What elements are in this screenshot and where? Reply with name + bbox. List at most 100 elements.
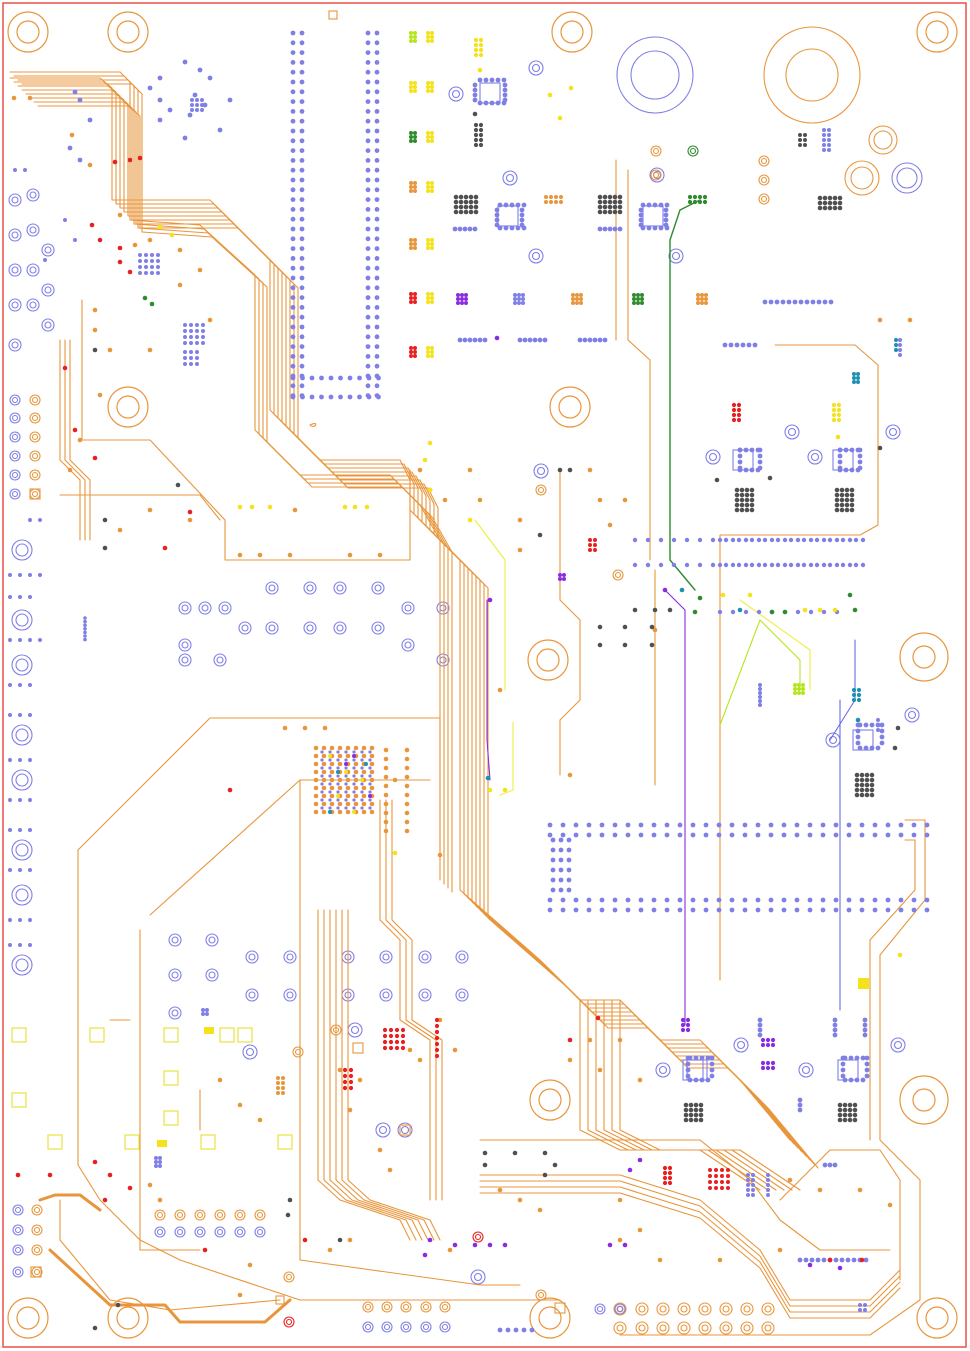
pad (767, 475, 773, 481)
via (573, 897, 579, 903)
via (383, 747, 389, 753)
pad (837, 195, 843, 201)
pad (276, 1086, 280, 1090)
via (328, 798, 332, 802)
pad (849, 502, 855, 508)
pad (276, 1091, 280, 1095)
via (832, 1032, 838, 1038)
pad-ring-inner (44, 286, 52, 294)
pad-ring-inner (473, 1272, 483, 1282)
pad (154, 1164, 158, 1168)
pad (842, 1102, 848, 1108)
via (67, 145, 73, 151)
via (138, 271, 142, 275)
via (797, 1257, 803, 1263)
pad (227, 787, 233, 793)
pad (430, 296, 434, 300)
pad-ring-inner (11, 196, 19, 204)
via (299, 40, 305, 46)
via (287, 552, 293, 558)
via (558, 887, 564, 893)
pad-ring (26, 223, 40, 237)
via (8, 828, 12, 832)
pad (837, 1102, 843, 1108)
via (374, 40, 380, 46)
pad-ring-inner (596, 1305, 604, 1313)
pad (855, 717, 861, 723)
via (353, 777, 359, 783)
pad-ring (758, 193, 770, 205)
pad-ring (891, 162, 923, 194)
via (646, 225, 652, 231)
via (38, 518, 42, 522)
pad (798, 138, 802, 142)
via (374, 167, 380, 173)
via (550, 867, 556, 873)
pad (720, 1186, 724, 1190)
via (336, 750, 340, 754)
trace (479, 1174, 901, 1301)
mounting-hole-inner (538, 1306, 562, 1330)
via (177, 282, 183, 288)
via (860, 562, 866, 568)
via (685, 1073, 691, 1079)
pad (667, 607, 673, 613)
pad-ring-inner (171, 1009, 179, 1017)
pad (803, 143, 807, 147)
pad (822, 133, 826, 137)
via (368, 782, 372, 786)
pad (803, 133, 807, 137)
via (517, 337, 523, 343)
pad (667, 1175, 673, 1181)
pad (739, 492, 745, 498)
via (28, 798, 32, 802)
pad-ring (677, 1302, 691, 1316)
pad (205, 1008, 209, 1012)
via (740, 342, 746, 348)
pad-ring-inner (907, 710, 917, 720)
via (794, 832, 800, 838)
pad (760, 1060, 766, 1066)
via (329, 801, 335, 807)
pad (693, 1117, 699, 1123)
pad (876, 728, 880, 732)
via (840, 1055, 846, 1061)
pad-ring (687, 145, 699, 157)
pad (434, 1029, 440, 1035)
via (200, 103, 204, 107)
pad (409, 346, 413, 350)
via (502, 87, 508, 93)
pad (744, 487, 750, 493)
via (924, 897, 930, 903)
pad (413, 135, 417, 139)
via (353, 769, 359, 775)
pad-ring-inner (439, 604, 447, 612)
pad (434, 1023, 440, 1029)
pad-ring-inner (196, 1211, 204, 1219)
pad (793, 687, 797, 691)
pad (652, 607, 658, 613)
via (329, 769, 335, 775)
via (677, 897, 683, 903)
pad-ring-inner (382, 953, 390, 961)
pad (863, 1308, 867, 1312)
via (365, 295, 371, 300)
via (690, 822, 696, 828)
via (599, 907, 605, 913)
via (299, 138, 305, 144)
via (364, 762, 368, 766)
pad (473, 127, 479, 133)
via (138, 265, 142, 269)
via (494, 222, 500, 228)
pad (749, 502, 755, 508)
via (617, 226, 623, 232)
pad-ring (381, 1301, 393, 1313)
pad-ring (807, 449, 823, 465)
pad (739, 487, 745, 493)
pad (468, 199, 474, 205)
pad (864, 792, 870, 798)
via (369, 745, 375, 751)
pad (521, 301, 525, 305)
pad (579, 301, 583, 305)
pad (662, 1165, 668, 1171)
